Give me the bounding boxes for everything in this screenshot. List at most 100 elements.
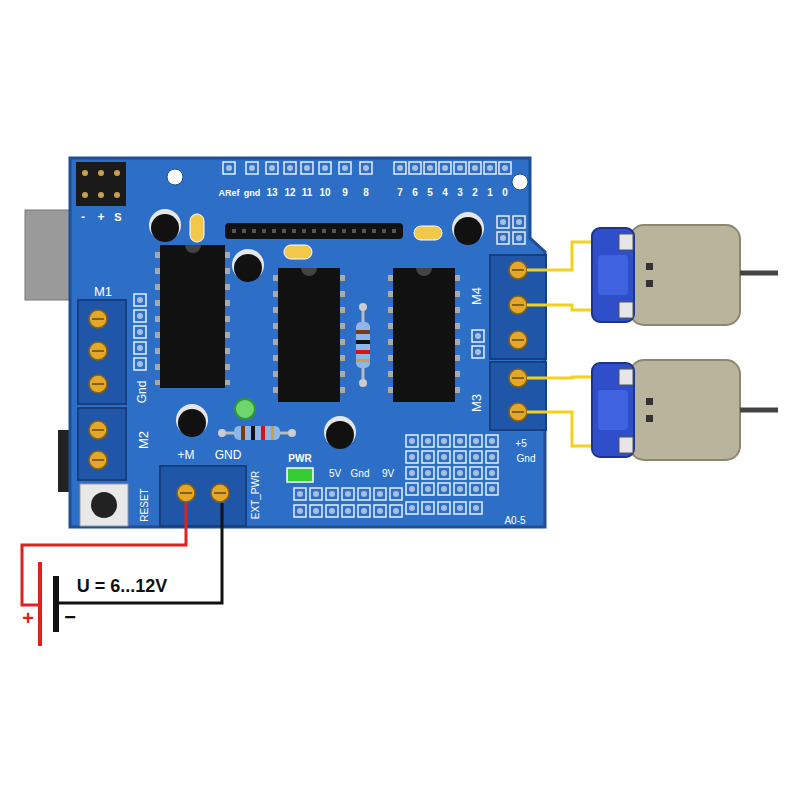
board-label: 8 xyxy=(363,188,369,198)
resistor-symbol xyxy=(288,429,296,437)
driver-chip xyxy=(158,245,227,388)
power-pads xyxy=(342,505,354,517)
power-jumper xyxy=(287,468,313,482)
dc-motor xyxy=(592,228,634,322)
digital-header-pads xyxy=(266,162,278,174)
terminal-block xyxy=(509,331,527,349)
ceramic-capacitor xyxy=(190,214,204,242)
board-label: GND xyxy=(215,449,242,461)
digital-header-pads xyxy=(499,162,511,174)
terminal-block xyxy=(78,300,126,480)
dc-motor xyxy=(592,360,778,460)
electrolytic-capacitor xyxy=(232,249,264,281)
shield-board xyxy=(512,174,528,190)
shield-board xyxy=(167,169,183,185)
power-pads xyxy=(374,505,386,517)
driver-chip xyxy=(160,245,225,388)
terminal-block xyxy=(78,408,126,480)
dc-motor xyxy=(592,225,778,325)
terminal-block xyxy=(89,375,107,393)
analog-pads xyxy=(422,467,434,479)
led xyxy=(235,399,255,419)
resistor-symbol xyxy=(359,303,367,311)
analog-pads xyxy=(438,483,450,495)
servo-header xyxy=(76,162,126,206)
board-label: 7 xyxy=(397,188,403,198)
dc-motor xyxy=(740,408,778,413)
digital-header-pads xyxy=(339,162,351,174)
power-pads xyxy=(326,505,338,517)
board-label: 6 xyxy=(412,188,418,198)
board-label: Gnd xyxy=(351,469,370,479)
analog-pads xyxy=(454,467,466,479)
led xyxy=(235,399,255,419)
side-pads xyxy=(472,346,484,358)
board-label: gnd xyxy=(244,189,261,198)
resistor-symbol xyxy=(251,426,255,440)
battery-symbol xyxy=(38,562,42,646)
analog-pads xyxy=(486,435,498,447)
driver-chip xyxy=(393,268,455,402)
analog-pads xyxy=(422,483,434,495)
dc-motor xyxy=(592,363,634,457)
analog-pads xyxy=(406,467,418,479)
board-label: M1 xyxy=(94,285,112,298)
board-label: ARef xyxy=(218,189,239,198)
battery-symbol xyxy=(40,562,56,646)
terminal-block xyxy=(509,403,527,421)
shield-board xyxy=(70,158,545,527)
board-label: 13 xyxy=(266,188,277,198)
terminal-block xyxy=(490,255,546,430)
dc-motor xyxy=(646,280,653,287)
analog-pads xyxy=(454,451,466,463)
analog-pads xyxy=(454,502,466,514)
board-label: PWR xyxy=(288,454,311,464)
analog-pads xyxy=(438,467,450,479)
ceramic-capacitor xyxy=(284,245,312,259)
analog-pads xyxy=(406,451,418,463)
power-pads xyxy=(358,505,370,517)
analog-pads xyxy=(470,435,482,447)
analog-pads xyxy=(422,435,434,447)
resistor-symbol xyxy=(218,429,226,437)
side-pads xyxy=(134,294,146,306)
terminal-block xyxy=(490,362,546,430)
dc-motor xyxy=(619,234,633,250)
supply-wire xyxy=(56,503,222,603)
digital-header-pads xyxy=(439,162,451,174)
board-label: + xyxy=(97,211,104,223)
ceramic-capacitor xyxy=(414,226,442,240)
electrolytic-capacitor xyxy=(151,214,179,242)
board-label: A0-5 xyxy=(504,516,525,526)
board-label: RESET xyxy=(140,488,150,521)
dc-motor xyxy=(619,437,633,453)
shift-register-header xyxy=(232,229,398,233)
dc-motor xyxy=(646,398,653,405)
resistor-symbol xyxy=(261,426,265,440)
analog-pads xyxy=(470,467,482,479)
resistor-symbol xyxy=(218,426,296,440)
terminal-block xyxy=(89,451,107,469)
analog-pads xyxy=(486,467,498,479)
board-label: 3 xyxy=(457,188,463,198)
power-pads xyxy=(374,488,386,500)
terminal-block xyxy=(509,369,527,387)
servo-header xyxy=(98,192,104,198)
analog-pads xyxy=(454,483,466,495)
resistor-symbol xyxy=(356,359,370,362)
digital-header-pads xyxy=(484,162,496,174)
terminal-block xyxy=(160,466,246,526)
power-pads xyxy=(294,488,402,517)
battery-symbol xyxy=(53,576,59,632)
digital-header-pads xyxy=(409,162,421,174)
resistor-symbol xyxy=(359,379,367,387)
board-label: Gnd xyxy=(136,381,148,404)
power-pads xyxy=(326,488,338,500)
shift-register-chip xyxy=(276,268,342,402)
board-label: M3 xyxy=(470,394,483,412)
servo-header xyxy=(76,162,126,206)
power-jumper xyxy=(287,468,313,482)
shift-register-header xyxy=(225,223,403,239)
electrolytic-capacitor xyxy=(324,416,356,448)
